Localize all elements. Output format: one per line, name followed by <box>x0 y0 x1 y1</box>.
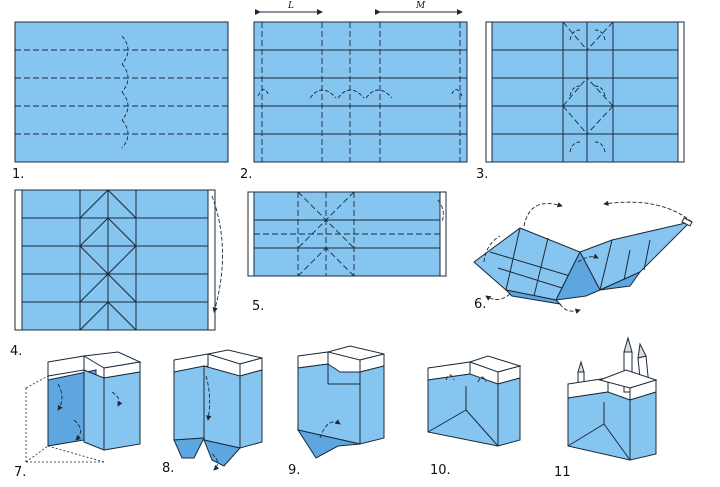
step-1-label: 1. <box>12 167 24 182</box>
step-9-diagram <box>296 345 385 459</box>
step-10-label: 10. <box>430 463 451 478</box>
step-10-diagram <box>427 355 522 447</box>
step-7-label: 7. <box>14 465 26 480</box>
step-6-label: 6. <box>474 297 486 312</box>
step-5-diagram <box>247 191 447 277</box>
step-2-label: 2. <box>240 167 252 182</box>
step-3-label: 3. <box>476 167 488 182</box>
step-1-diagram <box>14 21 229 163</box>
step-5-label: 5. <box>252 299 264 314</box>
step-8-label: 8. <box>162 461 174 476</box>
measure-label-l: L <box>287 1 294 11</box>
measure-label-m: M <box>415 1 426 11</box>
step-11-label: 11 <box>554 465 571 480</box>
step-6-diagram <box>473 200 693 314</box>
step-3-diagram <box>485 21 685 163</box>
step-11-diagram <box>567 336 658 461</box>
step-2-diagram: L M <box>253 1 468 163</box>
step-4-diagram <box>14 189 223 331</box>
step-9-label: 9. <box>288 463 300 478</box>
step-4-label: 4. <box>10 344 22 359</box>
step-7-diagram <box>25 351 142 463</box>
step-8-diagram <box>173 349 263 471</box>
